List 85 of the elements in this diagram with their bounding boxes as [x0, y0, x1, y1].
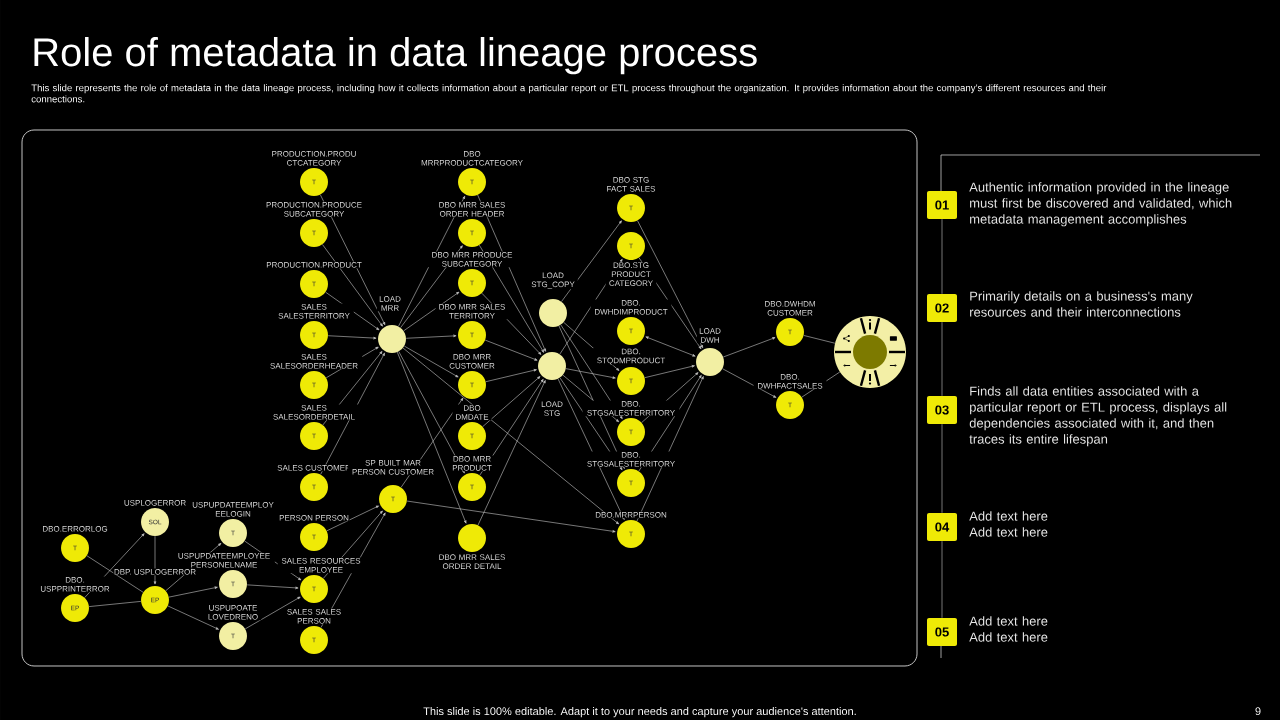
timeline-line — [941, 423, 943, 514]
description-text: Finds all data entities associated with a particular report or ETL process, displays all dependencies associated with it, and then traces its entire lifespan — [969, 386, 1227, 447]
arrow — [406, 500, 616, 533]
arrow — [565, 368, 616, 379]
arrow — [479, 244, 545, 353]
arrow — [327, 335, 377, 340]
description-text: Authentic information provided in the lineage must first be discovered and validated, which metadata management accomplishes — [969, 182, 1232, 227]
arrow — [644, 365, 695, 378]
arrow — [167, 605, 219, 630]
arrow — [484, 339, 538, 361]
number-badge: 03 — [927, 396, 957, 424]
arrow — [246, 584, 299, 590]
circle-node — [378, 325, 406, 353]
node-label: PRODUCTION.PRODUCE SUBCATEGORY — [261, 201, 367, 218]
arrow — [722, 368, 777, 398]
description-text: Primarily details on a business's many resources and their interconnections — [970, 291, 1193, 317]
node-label: DBO. STQDMPRODUCT — [593, 348, 669, 366]
node-label: SP BUILT MAR PERSON CUSTOMER — [348, 459, 438, 476]
timeline-line — [941, 540, 943, 619]
node-label: USPLOGERROR — [123, 499, 187, 507]
node-label: DBO. USPPRINTERROR — [36, 576, 114, 593]
page-number: 9 — [1255, 707, 1261, 716]
description-text: Add text here Add text here — [969, 616, 1048, 642]
arrow — [482, 376, 541, 427]
node-label: DBO.DWHDM CUSTOMER — [761, 300, 819, 317]
node-label: DBO MRR PRODUCE SUBCATEGORY — [428, 251, 516, 268]
arrow — [402, 347, 619, 525]
node-label: DBO.MRRPERSON — [594, 511, 668, 519]
node-label: DBO STG FACT SALES — [603, 176, 659, 193]
number-badge: 05 — [927, 618, 957, 646]
arrow — [397, 351, 467, 524]
arrow — [404, 345, 459, 378]
node-label: PRODUCTION.PRODU CTCATEGORY — [267, 150, 361, 167]
arrow — [153, 535, 157, 585]
arrow — [326, 505, 379, 532]
node-label: SALES CUSTOMER — [276, 464, 352, 472]
node-label: SALES SALESORDERHEADER — [265, 353, 363, 370]
connector-line — [803, 335, 836, 344]
arrow — [245, 596, 301, 630]
arrow — [405, 334, 457, 339]
node-label: DBO MRR CUSTOMER — [446, 353, 498, 370]
number-badge: 02 — [927, 294, 957, 322]
arrow — [723, 337, 776, 358]
node-label: DBP. USPLOGERROR — [113, 568, 197, 576]
arrow — [485, 369, 537, 382]
arrow — [477, 380, 546, 526]
number-badge: 04 — [927, 513, 957, 541]
circle-node — [696, 348, 724, 376]
node-label: SALES RESOURCES EMPLOYEE — [277, 557, 365, 574]
timeline-line — [941, 218, 943, 295]
node-label: DBO MRR PRODUCT — [449, 455, 495, 472]
connector-line — [88, 601, 142, 607]
node-label: DBO MRR SALES ORDER HEADER — [435, 201, 509, 218]
arrow — [320, 194, 386, 326]
node-label: PRODUCTION.PRODUCT — [265, 261, 363, 269]
node-label: DBO MRRPRODUCTCATEGORY — [416, 150, 528, 167]
node-label: DBO. DWHFACTSALES — [753, 373, 827, 390]
arrow — [322, 244, 383, 327]
description-text: Add text here Add text here — [969, 511, 1048, 537]
node-label: DBO MRR SALES TERRITORY — [435, 303, 509, 320]
node-label: USPUPDATEEMPLOY EELOGIN — [187, 501, 279, 518]
dial-icon — [834, 316, 906, 388]
circle-node — [458, 524, 486, 552]
node-label: SALES SALES PERSON — [283, 608, 345, 625]
arrow — [561, 220, 622, 302]
node-label: DBO. STGSALESTERRITORY — [582, 400, 680, 417]
node-label: PERSON PERSON — [278, 514, 350, 522]
circle-node — [539, 299, 567, 327]
footer-note: This slide is 100% editable. Adapt it to your needs and capture your audience's attention. — [423, 707, 856, 718]
node-label: DBO.ERRORLOG — [41, 525, 109, 533]
arrow — [637, 220, 704, 349]
arrow — [645, 336, 696, 357]
circle-node — [538, 352, 566, 380]
subtitle: This slide represents the role of metadata in the data lineage process, including how it collects information about a particular report or ETL process throughout the organization. It provides information about the company’s different resources and their connections. — [31, 84, 1107, 103]
node-label: USPUPOATE LOVEDRENO — [204, 604, 262, 621]
connector-line — [86, 555, 144, 593]
node-label: DBO. STGSALESTERRITORY — [582, 451, 680, 468]
node-label: DBO. DWHDIMPRODUCT — [590, 299, 672, 316]
arrow — [168, 586, 218, 598]
number-badge: 01 — [927, 191, 957, 219]
node-label: SALES SALESTERRITORY — [274, 303, 354, 320]
node-label: SALES SALESORDERDETAIL — [268, 404, 360, 421]
arrow — [403, 291, 460, 332]
timeline-line — [941, 321, 943, 397]
title: Role of metadata in data lineage process — [34, 37, 757, 75]
